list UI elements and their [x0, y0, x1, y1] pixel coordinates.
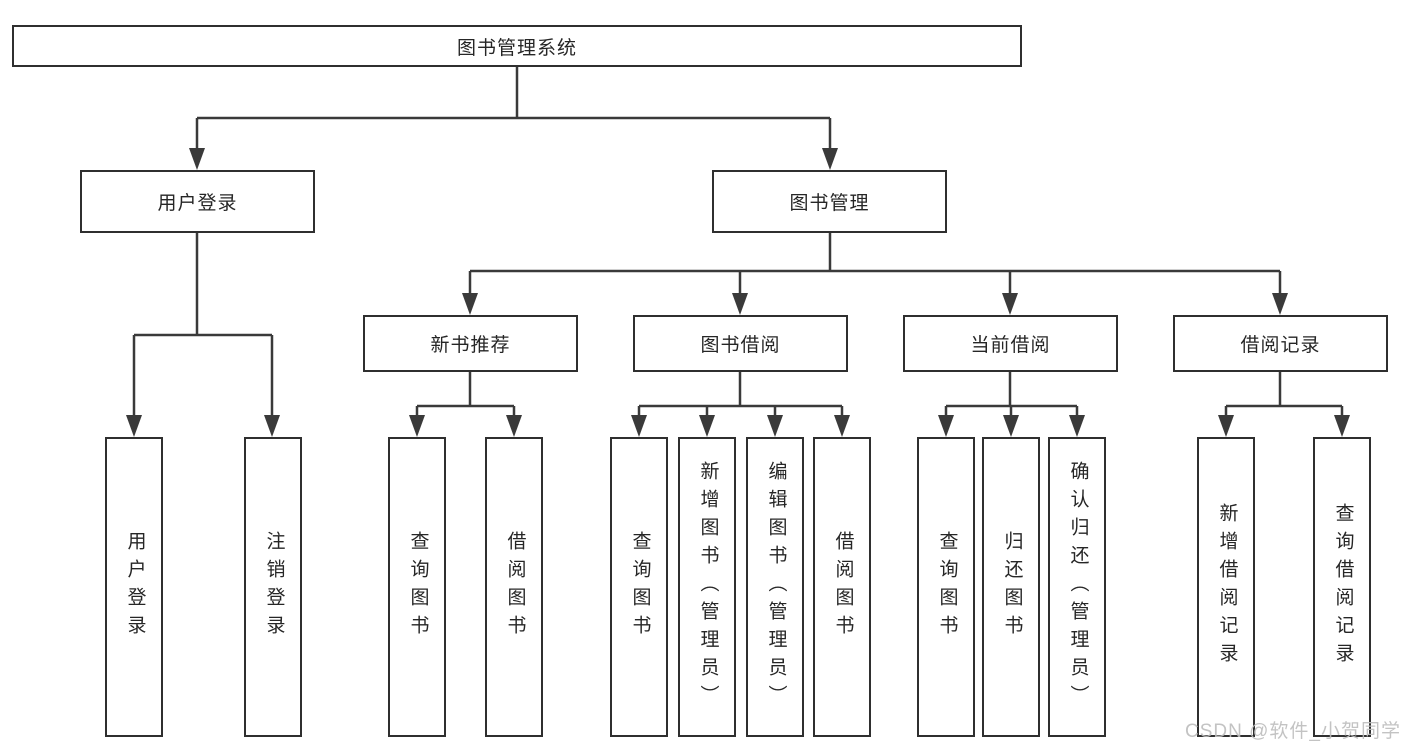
connector-bookborrow-to-leaves: [631, 372, 850, 437]
leaf-recommend-borrow-books: 借阅图书: [485, 437, 543, 737]
node-new-book-recommend: 新书推荐: [363, 315, 578, 372]
arrowhead: [631, 415, 647, 437]
arrowhead: [1334, 415, 1350, 437]
leaf-logout: 注销登录: [244, 437, 302, 737]
node-borrow-records: 借阅记录: [1173, 315, 1388, 372]
leaf-borrow-books: 借阅图书: [813, 437, 871, 737]
arrowhead: [1003, 415, 1019, 437]
connector-line: [195, 67, 832, 158]
connector-line: [1224, 372, 1344, 425]
connector-recommend-to-leaves: [409, 372, 522, 437]
node-user-login: 用户登录: [80, 170, 315, 233]
arrowhead: [126, 415, 142, 437]
leaf-edit-books-admin: 编辑图书（管理员）: [746, 437, 804, 737]
leaf-user-login: 用户登录: [105, 437, 163, 737]
arrowhead: [938, 415, 954, 437]
connector-records-to-leaves: [1218, 372, 1350, 437]
csdn-watermark: CSDN @软件_小贺同学: [1185, 721, 1401, 742]
arrowhead: [767, 415, 783, 437]
connector-line: [468, 233, 1282, 303]
connector-line: [944, 372, 1079, 425]
arrowhead: [1002, 293, 1018, 315]
arrowhead: [834, 415, 850, 437]
node-library-management-system: 图书管理系统: [12, 25, 1022, 67]
leaf-borrow-query-books: 查询图书: [610, 437, 668, 737]
arrowhead: [506, 415, 522, 437]
arrowhead: [189, 148, 205, 170]
leaf-confirm-return-admin: 确认归还（管理员）: [1048, 437, 1106, 737]
leaf-current-query-books: 查询图书: [917, 437, 975, 737]
connector-bookmgmt-to-level3: [462, 233, 1288, 315]
connector-line: [415, 372, 516, 425]
arrowhead: [1069, 415, 1085, 437]
leaf-query-borrow-record: 查询借阅记录: [1313, 437, 1371, 737]
connector-userlogin-to-leaves: [126, 233, 280, 437]
arrowhead: [462, 293, 478, 315]
node-book-management: 图书管理: [712, 170, 947, 233]
connector-line: [637, 372, 844, 425]
connector-line: [132, 233, 274, 425]
arrowhead: [822, 148, 838, 170]
arrowhead: [264, 415, 280, 437]
arrowhead: [1272, 293, 1288, 315]
leaf-return-books: 归还图书: [982, 437, 1040, 737]
leaf-add-borrow-record: 新增借阅记录: [1197, 437, 1255, 737]
arrowhead: [409, 415, 425, 437]
node-book-borrow: 图书借阅: [633, 315, 848, 372]
leaf-recommend-query-books: 查询图书: [388, 437, 446, 737]
connector-root-to-level2: [189, 67, 838, 170]
arrowhead: [732, 293, 748, 315]
leaf-add-books-admin: 新增图书（管理员）: [678, 437, 736, 737]
arrowhead: [699, 415, 715, 437]
node-current-borrow: 当前借阅: [903, 315, 1118, 372]
connector-currentborrow-to-leaves: [938, 372, 1085, 437]
arrowhead: [1218, 415, 1234, 437]
